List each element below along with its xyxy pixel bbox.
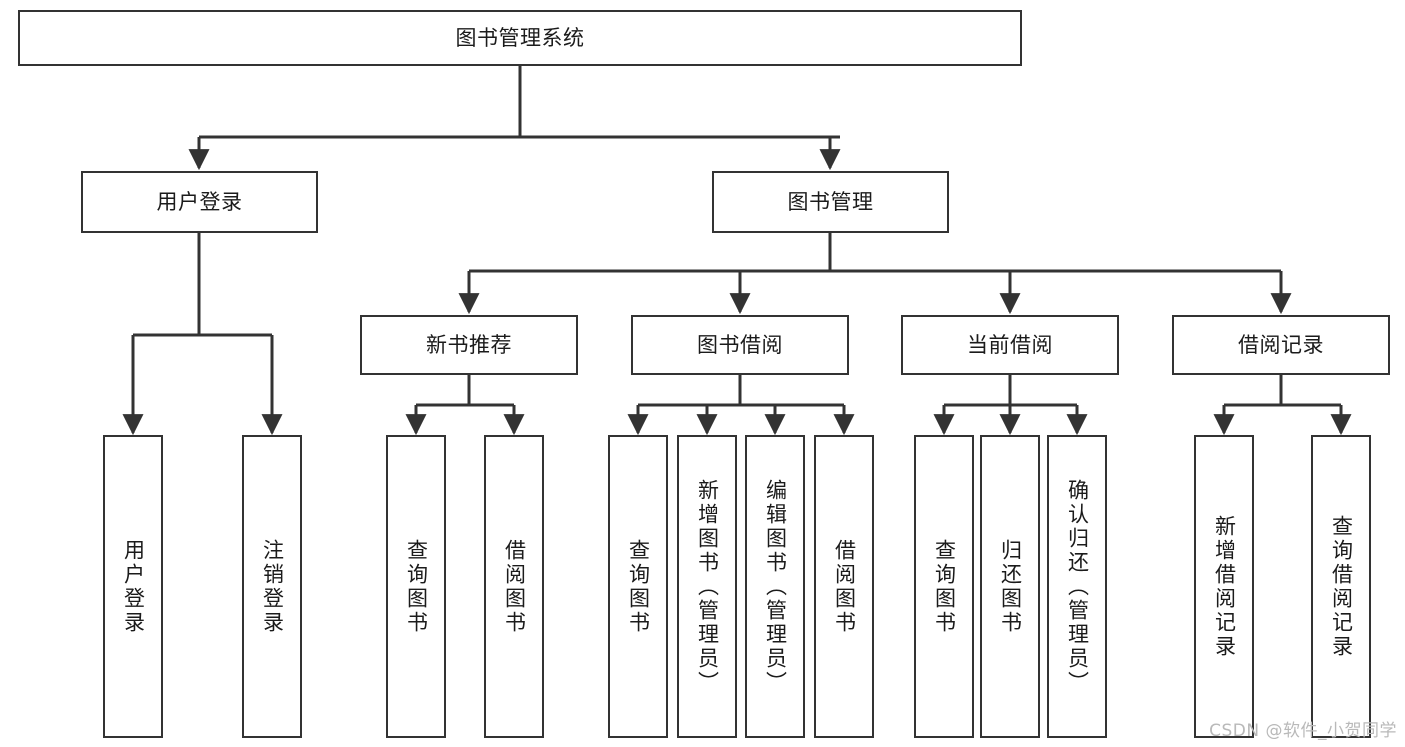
node-new-book-recommend-label: 新书推荐: [426, 332, 512, 357]
node-borrow-records[interactable]: 借阅记录: [1172, 315, 1390, 375]
node-user-login-label: 用户登录: [156, 189, 243, 214]
leaf-bookborrow-edit-book-label: 编辑图书（管理员）: [763, 478, 788, 695]
leaf-bookborrow-borrow-book[interactable]: 借阅图书: [814, 435, 874, 738]
leaf-logout-label: 注销登录: [260, 538, 285, 635]
leaf-currentborrow-confirm-return[interactable]: 确认归还（管理员）: [1047, 435, 1107, 738]
node-new-book-recommend[interactable]: 新书推荐: [360, 315, 578, 375]
leaf-newbook-borrow-book[interactable]: 借阅图书: [484, 435, 544, 738]
leaf-bookborrow-query-book-label: 查询图书: [626, 538, 651, 635]
leaf-records-add-record[interactable]: 新增借阅记录: [1194, 435, 1254, 738]
node-book-borrow-label: 图书借阅: [697, 332, 783, 357]
node-root[interactable]: 图书管理系统: [18, 10, 1022, 66]
leaf-newbook-borrow-book-label: 借阅图书: [502, 538, 527, 635]
leaf-bookborrow-query-book[interactable]: 查询图书: [608, 435, 668, 738]
node-book-manage[interactable]: 图书管理: [712, 171, 949, 233]
leaf-newbook-query-book-label: 查询图书: [404, 538, 429, 635]
leaf-records-add-record-label: 新增借阅记录: [1212, 514, 1237, 659]
leaf-bookborrow-add-book[interactable]: 新增图书（管理员）: [677, 435, 737, 738]
leaf-bookborrow-borrow-book-label: 借阅图书: [832, 538, 857, 635]
leaf-user-login[interactable]: 用户登录: [103, 435, 163, 738]
leaf-currentborrow-query-book[interactable]: 查询图书: [914, 435, 974, 738]
leaf-bookborrow-edit-book[interactable]: 编辑图书（管理员）: [745, 435, 805, 738]
node-user-login[interactable]: 用户登录: [81, 171, 318, 233]
leaf-currentborrow-return-book-label: 归还图书: [998, 538, 1023, 635]
leaf-currentborrow-confirm-return-label: 确认归还（管理员）: [1065, 478, 1090, 695]
leaf-currentborrow-return-book[interactable]: 归还图书: [980, 435, 1040, 738]
leaf-currentborrow-query-book-label: 查询图书: [932, 538, 957, 635]
node-current-borrow[interactable]: 当前借阅: [901, 315, 1119, 375]
leaf-bookborrow-add-book-label: 新增图书（管理员）: [695, 478, 720, 695]
leaf-user-login-label: 用户登录: [121, 538, 146, 635]
node-book-manage-label: 图书管理: [787, 189, 874, 214]
leaf-records-query-record-label: 查询借阅记录: [1329, 514, 1354, 659]
node-book-borrow[interactable]: 图书借阅: [631, 315, 849, 375]
node-root-label: 图书管理系统: [455, 25, 585, 50]
leaf-logout[interactable]: 注销登录: [242, 435, 302, 738]
leaf-newbook-query-book[interactable]: 查询图书: [386, 435, 446, 738]
node-borrow-records-label: 借阅记录: [1238, 332, 1324, 357]
leaf-records-query-record[interactable]: 查询借阅记录: [1311, 435, 1371, 738]
watermark: CSDN @软件_小贺同学: [1209, 721, 1397, 741]
node-current-borrow-label: 当前借阅: [967, 332, 1053, 357]
